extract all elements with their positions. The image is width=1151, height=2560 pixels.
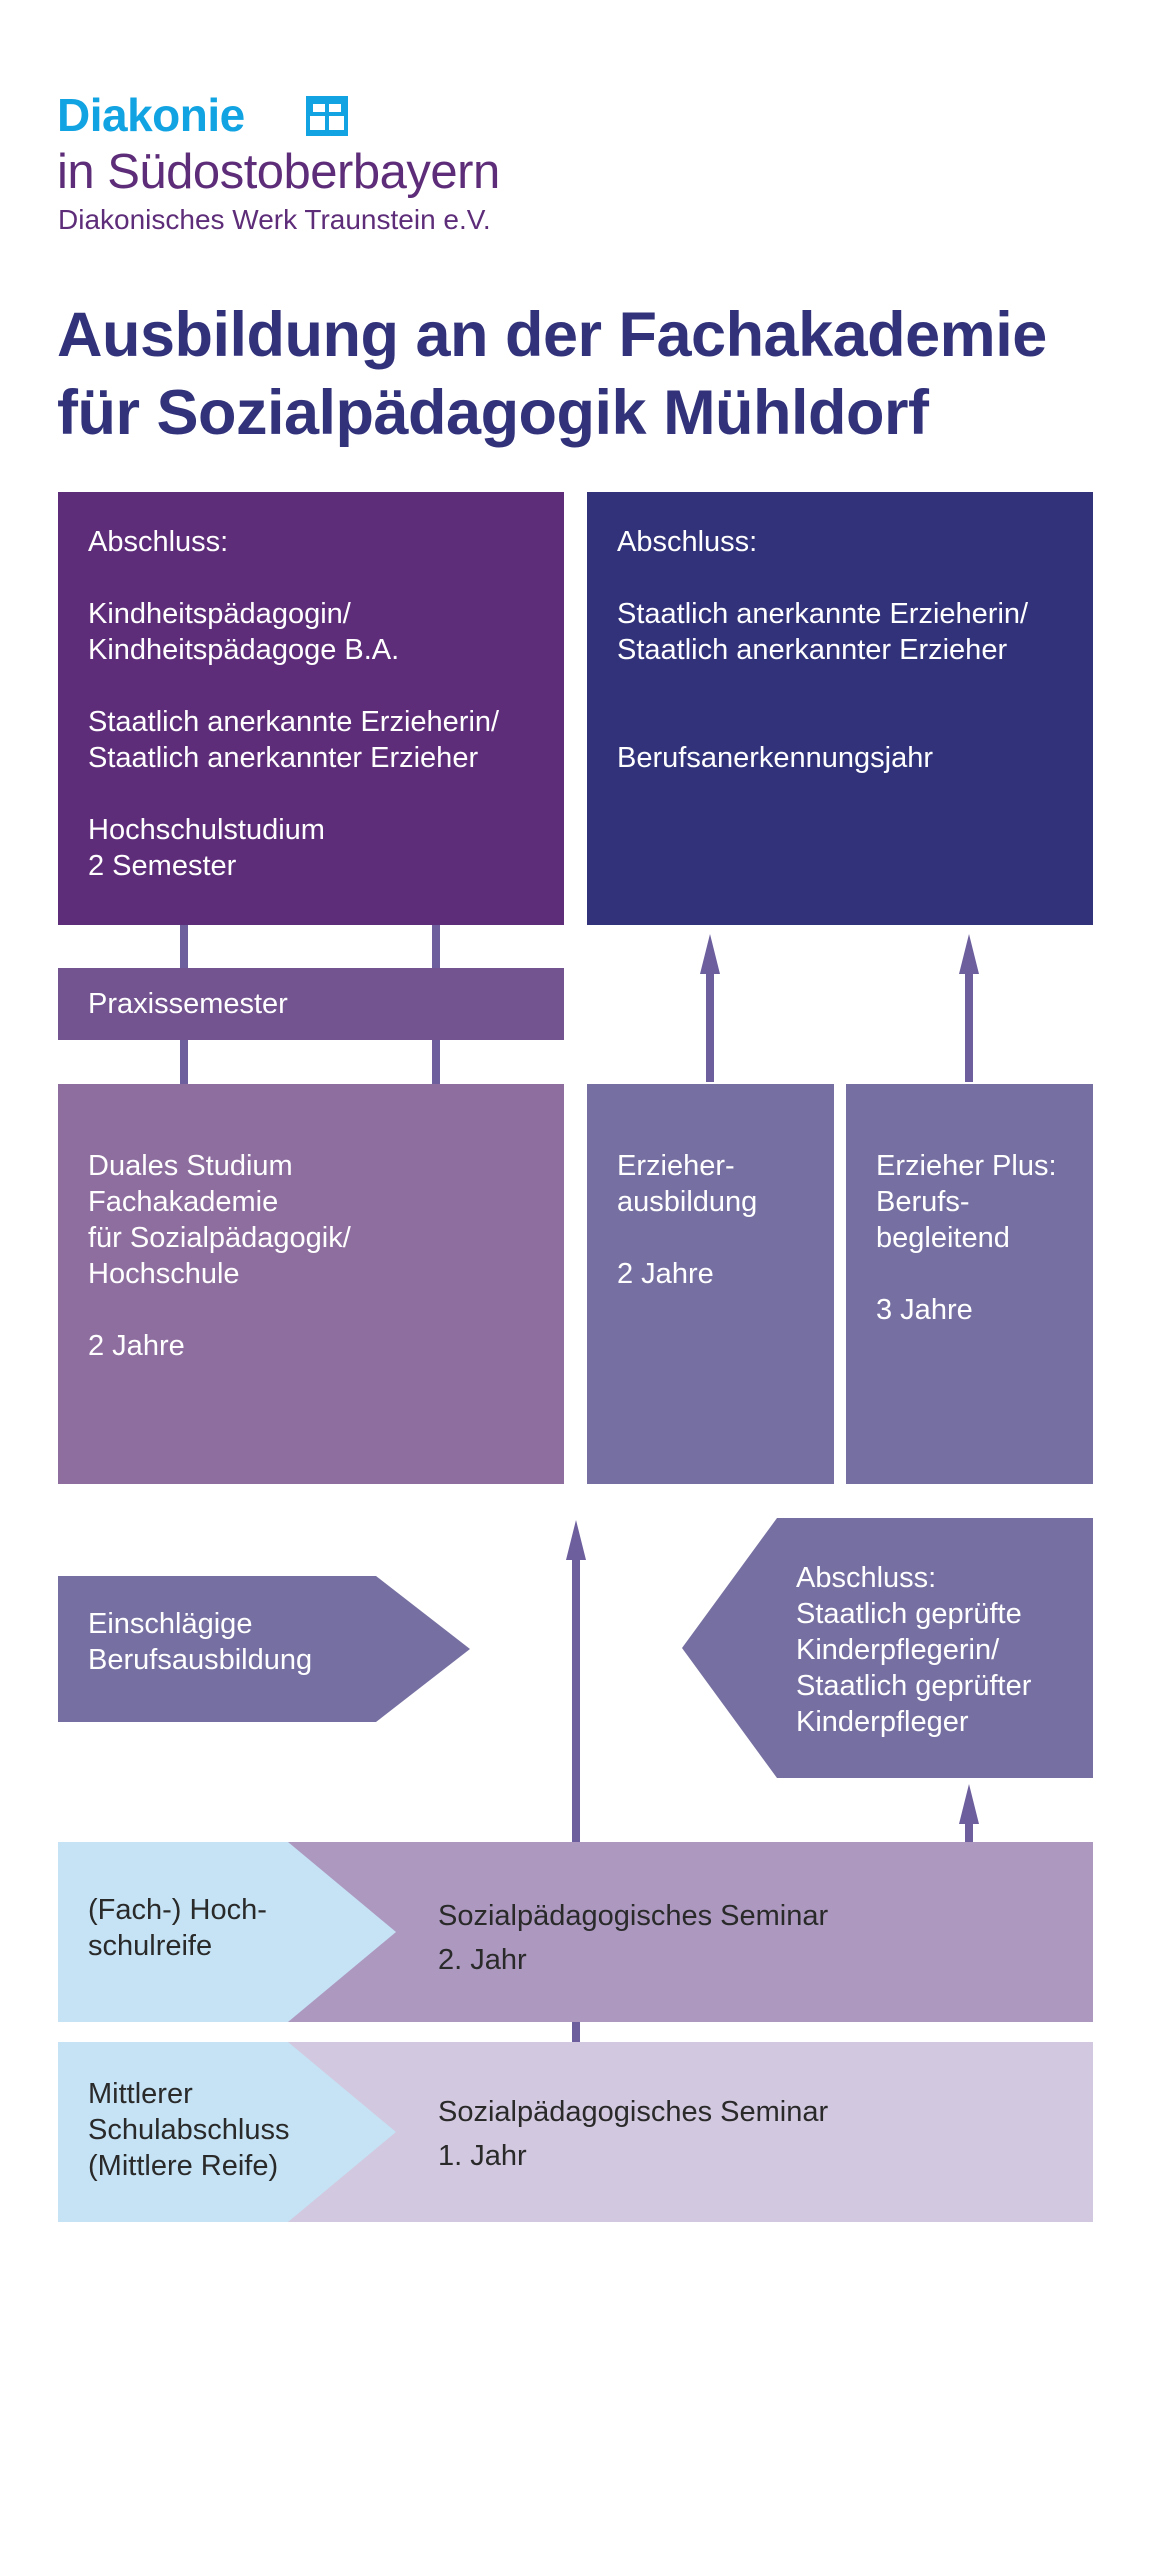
- degree-line-1: Kindheitspädagogin/: [88, 598, 351, 630]
- abschluss-box-bachelor: Abschluss: Kindheitspädagogin/ Kindheits…: [58, 492, 564, 925]
- arrow-kinderpflege-shaft: [965, 1812, 973, 1842]
- duales-line-3: für Sozialpädagogik/: [88, 1222, 351, 1254]
- mittlere-reife-text: Mittlerer Schulabschluss (Mittlere Reife…: [88, 2076, 348, 2184]
- seminar-2-line-1: Sozialpädagogisches Seminar: [438, 1900, 829, 1932]
- kinderpflege-heading: Abschluss:: [796, 1562, 937, 1594]
- state-line-2: Staatlich anerkannter Erzieher: [617, 634, 1008, 666]
- abschluss-box-erzieher: Abschluss: Staatlich anerkannte Erzieher…: [587, 492, 1093, 925]
- logo-organization: Diakonisches Werk Traunstein e.V.: [58, 204, 491, 235]
- seminar-1-line-1: Sozialpädagogisches Seminar: [438, 2096, 829, 2128]
- arrow-erzieher-plus-shaft: [965, 970, 973, 1082]
- duales-duration: 2 Jahre: [88, 1330, 185, 1362]
- title-line-2: für Sozialpädagogik Mühldorf: [57, 378, 929, 448]
- duales-line-1: Duales Studium: [88, 1150, 293, 1182]
- duales-line-2: Fachakademie: [88, 1186, 279, 1218]
- state-line-2: Staatlich anerkannter Erzieher: [88, 742, 479, 774]
- hochschulreife-line-1: (Fach-) Hoch-: [88, 1894, 267, 1926]
- erzieher-plus-box: Erzieher Plus: Berufs- begleitend 3 Jahr…: [846, 1084, 1093, 1484]
- arrow-erzieher-shaft: [706, 970, 714, 1082]
- mittlere-reife-shape: [58, 2042, 396, 2222]
- kinderpflege-text: Abschluss: Staatlich geprüfte Kinderpfle…: [796, 1560, 1086, 1740]
- seminar-2-text: Sozialpädagogisches Seminar 2. Jahr: [438, 1894, 1038, 1982]
- praxissemester-box: Praxissemester: [58, 968, 564, 1040]
- erzieher-duration: 2 Jahre: [617, 1258, 714, 1290]
- kinderpflege-line-1: Staatlich geprüfte: [796, 1598, 1022, 1630]
- mittlere-reife-line-2: Schulabschluss: [88, 2114, 290, 2146]
- kinderpflege-shape: [682, 1518, 1093, 1778]
- seminar-1-text: Sozialpädagogisches Seminar 1. Jahr: [438, 2090, 1038, 2178]
- erzieher-plus-line-1: Erzieher Plus:: [876, 1150, 1057, 1182]
- seminar-1-line-2: 1. Jahr: [438, 2140, 527, 2172]
- duales-line-4: Hochschule: [88, 1258, 240, 1290]
- kinderpflege-line-3: Staatlich geprüfter: [796, 1670, 1032, 1702]
- hochschulreife-shape: [58, 1842, 396, 2022]
- abschluss-heading: Abschluss:: [617, 526, 758, 558]
- arrow-center-head: [566, 1520, 586, 1560]
- page-title: Ausbildung an der Fachakademie für Sozia…: [57, 296, 1047, 452]
- erzieher-line-2: ausbildung: [617, 1186, 758, 1218]
- study-line-1: Hochschulstudium: [88, 814, 325, 846]
- praxissemester-label: Praxissemester: [88, 988, 288, 1020]
- degree-line-2: Kindheitspädagoge B.A.: [88, 634, 400, 666]
- kinderpflege-line-2: Kinderpflegerin/: [796, 1634, 1000, 1666]
- logo-region: in Südostoberbayern: [57, 145, 500, 199]
- erzieher-line-1: Erzieher-: [617, 1150, 735, 1182]
- einschlaegige-line-1: Einschlägige: [88, 1608, 253, 1640]
- abschluss-heading: Abschluss:: [88, 526, 229, 558]
- state-line-1: Staatlich anerkannte Erzieherin/: [617, 598, 1029, 630]
- einschlaegige-line-2: Berufsausbildung: [88, 1644, 313, 1676]
- hochschulreife-text: (Fach-) Hoch- schulreife: [88, 1892, 328, 1964]
- state-line-1: Staatlich anerkannte Erzieherin/: [88, 706, 500, 738]
- erzieher-plus-line-3: begleitend: [876, 1222, 1010, 1254]
- seminar-2-line-2: 2. Jahr: [438, 1944, 527, 1976]
- arrow-center-shaft: [572, 1555, 580, 2045]
- diakonie-cross-icon: [306, 96, 348, 136]
- arrow-kinderpflege-head: [959, 1784, 979, 1824]
- duales-studium-box: Duales Studium Fachakademie für Sozialpä…: [58, 1084, 564, 1484]
- einschlaegige-shape: [58, 1576, 470, 1722]
- erzieherausbildung-box: Erzieher- ausbildung 2 Jahre: [587, 1084, 834, 1484]
- title-line-1: Ausbildung an der Fachakademie: [57, 300, 1047, 370]
- erzieher-plus-duration: 3 Jahre: [876, 1294, 973, 1326]
- einschlaegige-text: Einschlägige Berufsausbildung: [88, 1606, 408, 1678]
- arrow-erzieher-head: [700, 934, 720, 974]
- mittlere-reife-line-1: Mittlerer: [88, 2078, 193, 2110]
- berufsanerkennungsjahr: Berufsanerkennungsjahr: [617, 742, 933, 774]
- kinderpflege-line-4: Kinderpfleger: [796, 1706, 969, 1738]
- mittlere-reife-line-3: (Mittlere Reife): [88, 2150, 279, 2182]
- hochschulreife-line-2: schulreife: [88, 1930, 213, 1962]
- logo-wordmark: Diakonie: [57, 89, 245, 141]
- arrow-erzieher-plus-head: [959, 934, 979, 974]
- erzieher-plus-line-2: Berufs-: [876, 1186, 970, 1218]
- study-line-2: 2 Semester: [88, 850, 237, 882]
